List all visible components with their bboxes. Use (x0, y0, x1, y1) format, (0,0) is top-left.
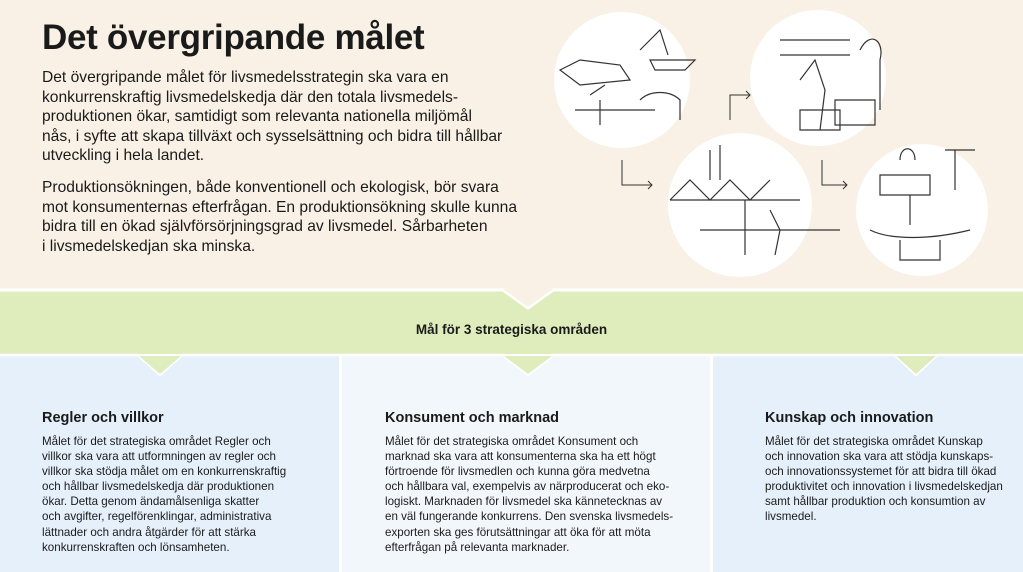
text-line: och avgifter, regelförenklingar, adminis… (42, 510, 272, 524)
arrows (621, 90, 848, 190)
retail-circle (750, 10, 886, 146)
text-line: i livsmedelskedjan ska minska. (42, 237, 256, 255)
text-line: ökar. Detta genom ändamålsenliga skatter (42, 495, 260, 509)
text-line: Det övergripande målet för livsmedelsstr… (42, 69, 449, 86)
text-line: villkor ska vara att utformningen av reg… (42, 450, 276, 464)
intro-paragraph-1: Det övergripande målet för livsmedelsstr… (42, 68, 502, 166)
area-kunskap-och-innovation: Kunskap och innovation Målet för det str… (713, 356, 1023, 572)
text-line: en väl fungerande konkurrens. Den svensk… (385, 510, 674, 524)
text-line: och innovationssystemet för att bidra ti… (765, 465, 997, 479)
text-line: konkurrenskraften och lönsamheten. (42, 540, 230, 554)
page-title: Det övergripande målet (42, 18, 425, 57)
area-heading: Konsument och marknad (385, 410, 560, 426)
section-title: Mål för 3 strategiska områden (415, 322, 608, 337)
area-text: Målet för det strategiska området Konsum… (385, 434, 673, 555)
text-line: samt hållbar produktion och konsumtion a… (765, 495, 986, 509)
text-line: konkurrenskraftig livsmedelskedja där de… (42, 88, 459, 106)
area-text: Målet för det strategiska området Regler… (42, 434, 286, 555)
text-line: livsmedel. (765, 510, 817, 524)
text-line: Produktionsökningen, både konventionell … (42, 179, 499, 196)
text-line: bidra till en ökad självförsörjningsgrad… (42, 218, 488, 236)
text-line: Målet för det strategiska området Konsum… (385, 435, 639, 448)
text-line: produktivitet och innovation i livsmedel… (765, 480, 1003, 494)
area-heading: Regler och villkor (42, 410, 164, 426)
text-line: villkor ska stödja målet om en konkurren… (42, 465, 287, 479)
text-line: Målet för det strategiska området Kunska… (765, 435, 983, 448)
area-konsument-och-marknad: Konsument och marknad Målet för det stra… (342, 356, 710, 572)
farming-circle (554, 12, 690, 148)
text-line: förtroende för livsmedlen och kunna göra… (385, 465, 650, 479)
food-chain-illustration (554, 10, 988, 277)
text-line: nås, i syfte att skapa tillväxt och syss… (42, 127, 503, 145)
text-line: och innovation ska vara att stödja kunsk… (765, 450, 994, 464)
text-line: och hållbara val, exempelvis av närprodu… (385, 480, 670, 494)
text-line: produktionen ökar, samtidigt som relevan… (42, 108, 472, 126)
text-line: lättnader och andra åtgärder för att stä… (42, 525, 256, 539)
text-line: Målet för det strategiska området Regler… (42, 435, 271, 448)
text-line: marknad ska vara att konsumenterna ska h… (385, 450, 656, 464)
text-line: utveckling i hela landet. (42, 147, 205, 165)
industry-circle (668, 133, 812, 277)
area-regler-och-villkor: Regler och villkor Målet för det strateg… (0, 356, 339, 572)
restaurant-circle (856, 144, 988, 276)
area-heading: Kunskap och innovation (765, 410, 934, 426)
text-line: och hållbar livsmedelskedja där produkti… (42, 480, 275, 494)
text-line: mot konsumenternas efterfrågan. En produ… (42, 198, 518, 216)
text-line: efterfrågan på relevanta marknader. (385, 540, 570, 554)
text-line: exporten ska ges förutsättningar att öka… (385, 525, 651, 539)
text-line: logiskt. Marknaden för livsmedel ska kän… (385, 495, 663, 509)
area-text: Målet för det strategiska området Kunska… (765, 434, 1003, 525)
intro-paragraph-2: Produktionsökningen, både konventionell … (42, 178, 517, 256)
